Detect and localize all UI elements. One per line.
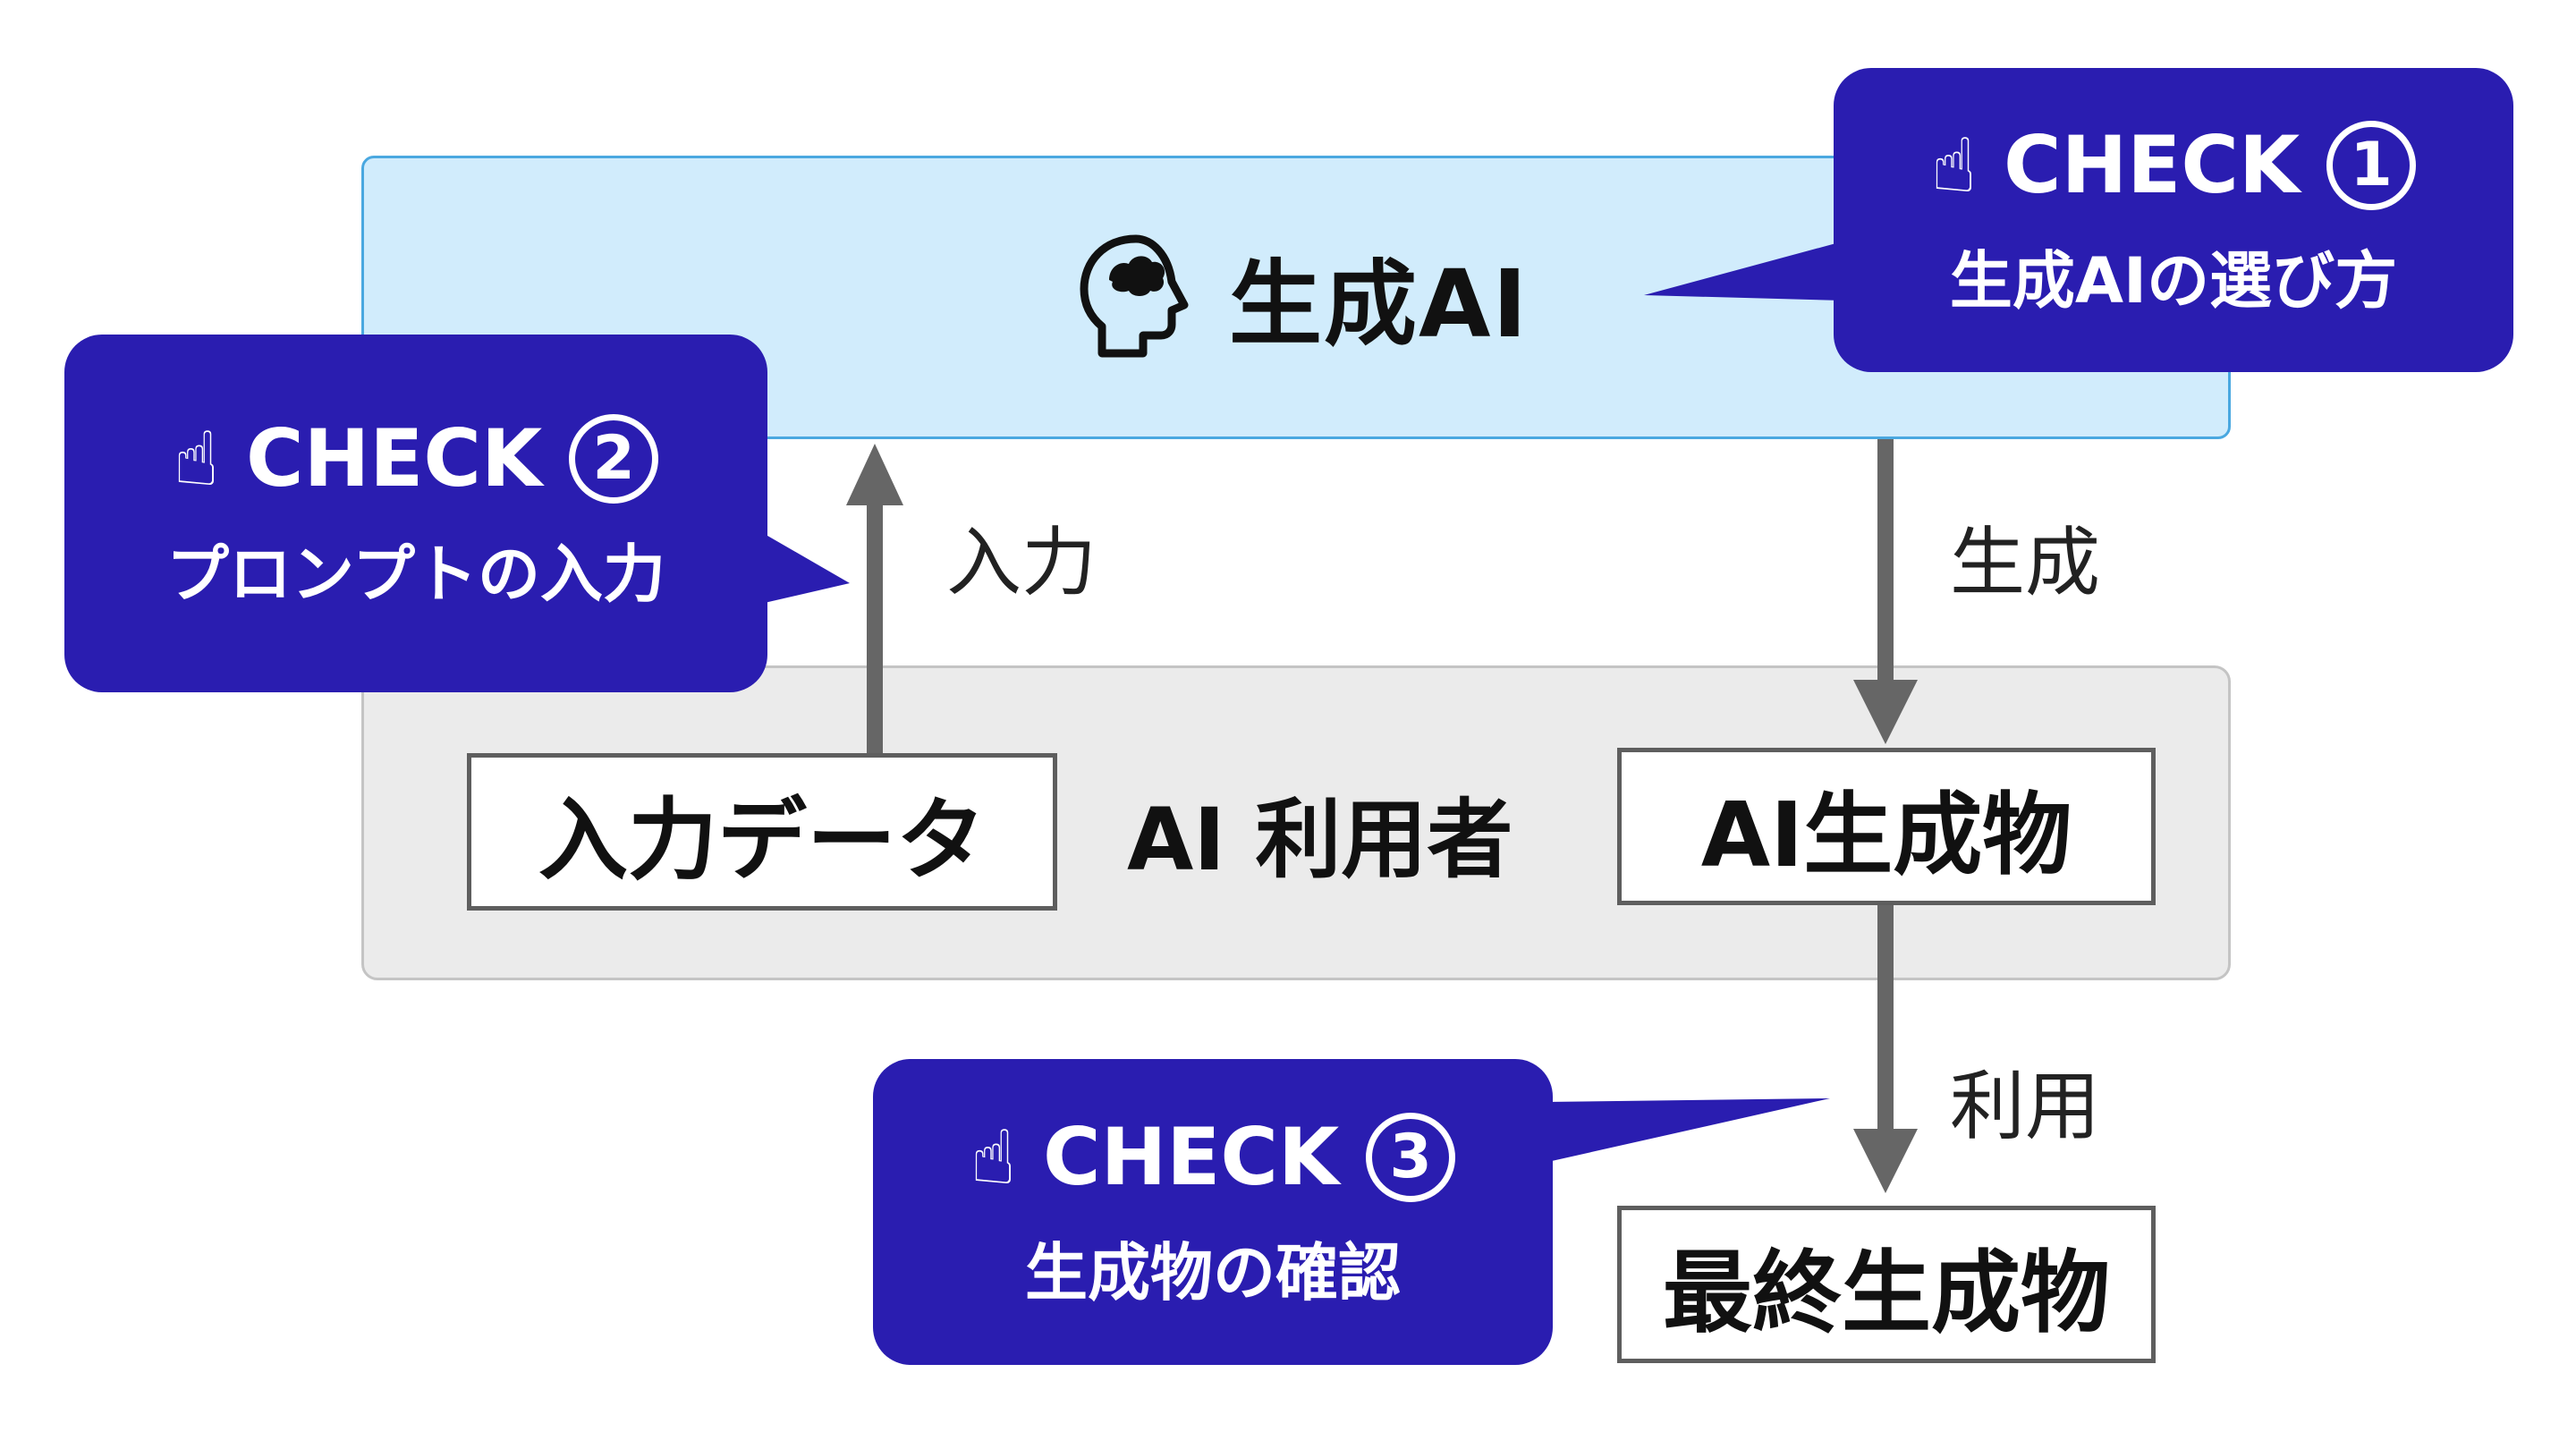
check-1-callout: ☝ CHECK 1 生成AIの選び方 bbox=[1834, 68, 2513, 372]
brain-head-icon bbox=[1080, 234, 1189, 358]
check-3-number: 3 bbox=[1366, 1112, 1456, 1202]
check-2-callout: ☝ CHECK 2 プロンプトの入力 bbox=[64, 335, 767, 692]
use-edge-label: 利用 bbox=[1950, 1063, 2101, 1150]
generative-ai-title: 生成AI bbox=[1229, 249, 1530, 359]
check-1-label: CHECK bbox=[2004, 119, 2301, 211]
callout-2-tail bbox=[757, 530, 850, 605]
check-1-number: 1 bbox=[2326, 120, 2417, 210]
check-3-text: 生成物の確認 bbox=[1025, 1236, 1401, 1309]
check-2-number: 2 bbox=[569, 413, 659, 504]
check-2-label: CHECK bbox=[246, 412, 543, 504]
input-arrowhead bbox=[846, 444, 903, 505]
callout-1-tail bbox=[1644, 242, 1843, 301]
input-data-box: 入力データ bbox=[467, 753, 1057, 911]
generative-ai-heading: 生成AI bbox=[1073, 224, 1529, 367]
check-3-callout: ☝ CHECK 3 生成物の確認 bbox=[873, 1059, 1553, 1365]
input-edge-label: 入力 bbox=[946, 519, 1097, 606]
pointing-hand-icon: ☝ bbox=[173, 414, 220, 503]
use-arrowhead bbox=[1853, 1129, 1918, 1193]
check-3-header: ☝ CHECK 3 bbox=[970, 1111, 1456, 1203]
final-output-box: 最終生成物 bbox=[1617, 1206, 2156, 1363]
generate-edge-label: 生成 bbox=[1950, 519, 2101, 606]
callout-3-tail bbox=[1544, 1098, 1830, 1163]
pointing-hand-icon: ☝ bbox=[970, 1113, 1017, 1201]
check-3-label: CHECK bbox=[1043, 1111, 1340, 1203]
check-1-text: 生成AIの選び方 bbox=[1949, 244, 2398, 318]
check-2-header: ☝ CHECK 2 bbox=[173, 412, 659, 504]
ai-user-label: AI 利用者 bbox=[1127, 789, 1513, 890]
generate-arrowhead bbox=[1853, 680, 1918, 744]
check-2-text: プロンプトの入力 bbox=[166, 538, 665, 611]
pointing-hand-icon: ☝ bbox=[1930, 121, 1978, 209]
check-1-header: ☝ CHECK 1 bbox=[1930, 119, 2417, 211]
ai-output-box: AI生成物 bbox=[1617, 748, 2156, 905]
